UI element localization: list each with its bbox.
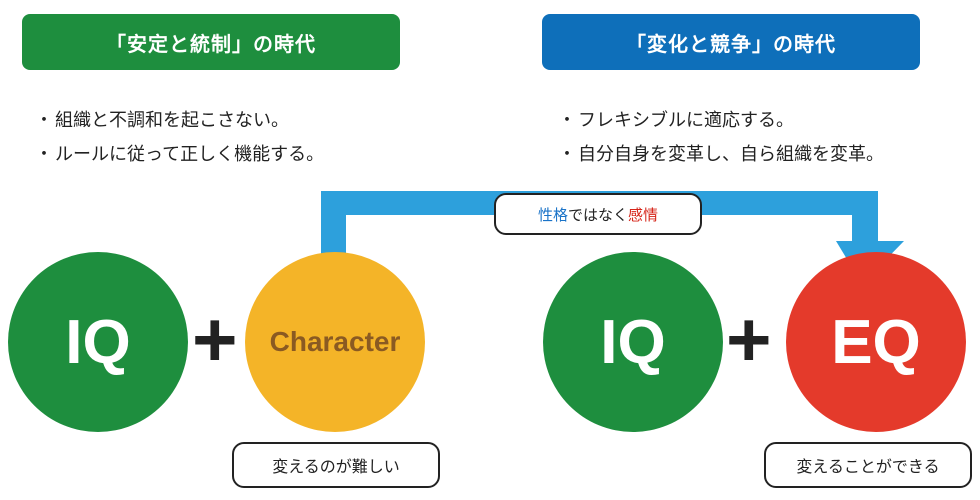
bullet-marker: ・: [35, 144, 53, 165]
note-can-change: 変えることができる: [764, 442, 972, 488]
bullet-marker: ・: [558, 110, 576, 131]
connector-arrow-shape: [321, 191, 904, 284]
connector-label-emotion: 感情: [628, 205, 659, 224]
header-change-era: 「変化と競争」の時代: [542, 14, 920, 70]
character-circle: Character: [245, 252, 425, 432]
eq-circle: EQ: [786, 252, 966, 432]
note-hard-to-change: 変えるのが難しい: [232, 442, 440, 488]
bullet-marker: ・: [35, 110, 53, 131]
list-item: ・ルールに従って正しく機能する。: [35, 138, 324, 172]
header-stability-era: 「安定と統制」の時代: [22, 14, 400, 70]
eq-label: EQ: [831, 307, 921, 377]
iq-circle-left: IQ: [8, 252, 188, 432]
list-item: ・自分自身を変革し、自ら組織を変革。: [558, 138, 884, 172]
iq-label-left: IQ: [65, 307, 131, 377]
connector-label-personality: 性格: [537, 205, 568, 224]
bullet-text: フレキシブルに適応する。: [578, 110, 794, 131]
bullet-text: 自分自身を変革し、自ら組織を変革。: [578, 144, 884, 165]
iq-label-right: IQ: [600, 307, 666, 377]
list-item: ・組織と不調和を起こさない。: [35, 104, 324, 138]
iq-circle-right: IQ: [543, 252, 723, 432]
bullet-list-left: ・組織と不調和を起こさない。 ・ルールに従って正しく機能する。: [35, 104, 324, 172]
note-can-change-text: 変えることができる: [796, 457, 940, 476]
plus-sign-left: +: [192, 295, 238, 383]
bullet-text: 組織と不調和を起こさない。: [55, 110, 289, 131]
bullet-text: ルールに従って正しく機能する。: [55, 144, 325, 165]
connector-label-box: 性格ではなく感情: [494, 193, 702, 235]
note-hard-to-change-text: 変えるのが難しい: [272, 457, 400, 476]
header-change-era-text: 「変化と競争」の時代: [626, 31, 836, 56]
connector-label-rather-than: ではなく: [567, 205, 628, 224]
plus-sign-right: +: [726, 295, 772, 383]
header-stability-era-text: 「安定と統制」の時代: [106, 31, 316, 56]
bullet-list-right: ・フレキシブルに適応する。 ・自分自身を変革し、自ら組織を変革。: [558, 104, 884, 172]
list-item: ・フレキシブルに適応する。: [558, 104, 884, 138]
character-label: Character: [269, 326, 401, 357]
bullet-marker: ・: [558, 144, 576, 165]
